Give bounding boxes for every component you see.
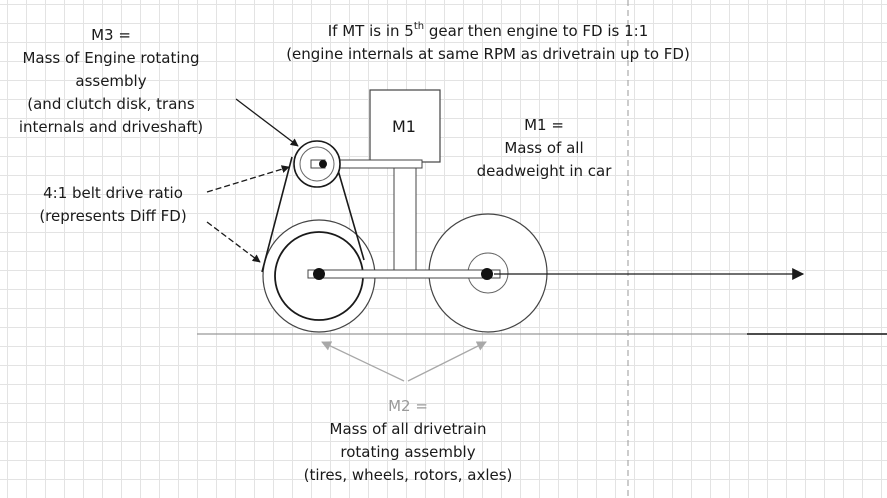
engine-pulley-inner (299, 146, 335, 182)
gear-note-line-2: (engine internals at same RPM as drivetr… (286, 45, 690, 63)
m1-desc-line-2: deadweight in car (476, 162, 612, 180)
m3-desc-line-4: internals and driveshaft) (18, 118, 204, 136)
engine-pulley-axle (319, 160, 327, 168)
m2-title: M2 = (388, 397, 428, 415)
m2-desc-line-3: (tires, wheels, rotors, axles) (303, 466, 513, 484)
belt-ratio-arrow-upper (206, 165, 290, 193)
m2-desc-line-2: rotating assembly (340, 443, 476, 461)
belt-ratio-arrow-lower (206, 221, 261, 263)
m1-desc-line-1: Mass of all (504, 139, 584, 157)
belt-ratio-line-1: 4:1 belt drive ratio (43, 184, 183, 202)
m2-pointer-arrow-front (407, 341, 487, 382)
gear-note: If MT is in 5th gear then engine to FD i… (258, 20, 718, 66)
gear-note-line-1: If MT is in 5th gear then engine to FD i… (327, 21, 649, 41)
rear-axle-center (313, 268, 325, 280)
belt-ratio-label: 4:1 belt drive ratio (represents Diff FD… (18, 182, 208, 228)
drive-belt-right (337, 169, 365, 261)
m2-label: M2 = Mass of all drivetrain rotating ass… (288, 395, 528, 487)
m3-desc-line-1: Mass of Engine rotating (22, 49, 200, 67)
drive-belt-left (261, 156, 293, 273)
m2-desc-line-1: Mass of all drivetrain (329, 420, 487, 438)
belt-ratio-line-2: (represents Diff FD) (39, 207, 187, 225)
chassis-axle-bar (307, 269, 501, 279)
m1-box-label: M1 (392, 117, 416, 136)
m3-title: M3 = (91, 26, 131, 44)
m2-pointer-arrow-rear (321, 341, 405, 382)
m3-pointer-arrow (235, 98, 299, 147)
m3-desc-line-3: (and clutch disk, trans (27, 95, 195, 113)
front-axle-center (481, 268, 493, 280)
m3-desc-line-2: assembly (75, 72, 147, 90)
m1-support-strut (393, 161, 417, 273)
m1-label: M1 = Mass of all deadweight in car (458, 114, 630, 183)
m3-label: M3 = Mass of Engine rotating assembly (a… (2, 24, 220, 139)
m1-mass-box (369, 89, 441, 163)
m1-title: M1 = (524, 116, 564, 134)
